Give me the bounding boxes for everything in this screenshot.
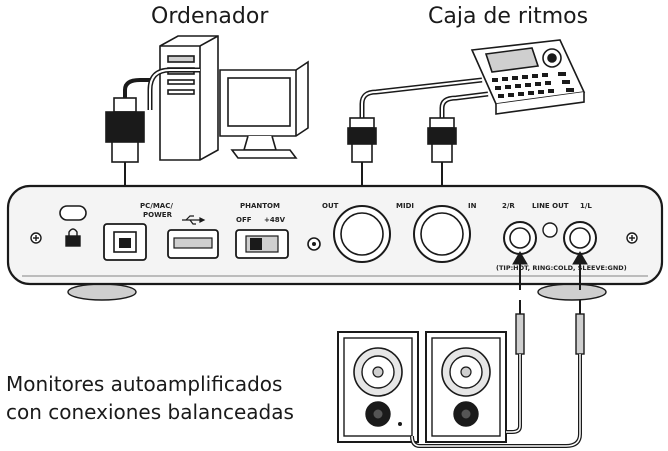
pc-mac-label-line2: POWER <box>143 211 173 219</box>
midi-in-jack <box>413 205 471 263</box>
midi-label: MIDI <box>396 202 414 210</box>
lock-icon <box>65 228 81 247</box>
screw-icon <box>30 232 638 244</box>
security-slot <box>59 205 87 221</box>
monitor-speakers-illustration <box>337 331 507 443</box>
line-out-wiring-label: (TIP:HOT, RING:COLD, SLEEVE:GND) <box>496 264 627 272</box>
phantom-label: PHANTOM <box>240 202 280 210</box>
line-out-left-jack <box>563 221 597 255</box>
nut-icon <box>542 222 558 238</box>
line-out-right-jack <box>503 221 537 255</box>
drum-machine-label: Caja de ritmos <box>428 4 589 29</box>
trs-cables <box>410 300 585 448</box>
pc-mac-label-line1: PC/MAC/ <box>140 202 173 210</box>
midi-in-label: IN <box>468 202 477 210</box>
drum-machine-illustration <box>470 39 586 115</box>
midi-out-jack <box>333 205 391 263</box>
line-out-label: LINE OUT <box>532 202 569 210</box>
computer-label: Ordenador <box>151 4 269 29</box>
computer-illustration <box>159 35 309 161</box>
line-out-left-label: 1/L <box>580 202 592 210</box>
line-out-arrows <box>512 251 588 290</box>
phantom-on-label: +48V <box>264 216 286 224</box>
monitors-label-line1: Monitores autoamplificados <box>6 372 283 396</box>
midi-out-label: OUT <box>322 202 339 210</box>
monitors-label-line2: con conexiones balanceadas <box>6 400 294 424</box>
audio-interface-rear-panel: PC/MAC/ POWER PHANTOM OFF +48V OUT MIDI … <box>6 184 664 301</box>
usb-symbol-icon <box>182 215 206 225</box>
line-out-right-label: 2/R <box>502 202 515 210</box>
phantom-off-label: OFF <box>236 216 252 224</box>
